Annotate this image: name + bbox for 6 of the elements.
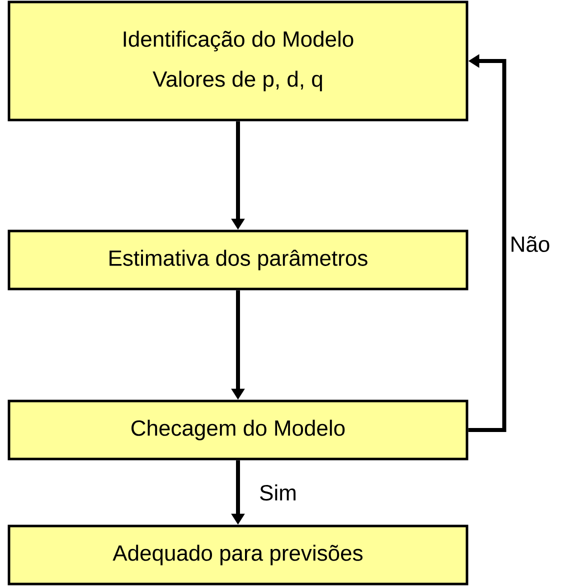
edge-label: Sim <box>258 483 298 502</box>
edge-label: Não <box>508 235 552 253</box>
process-box: Checagem do Modelo <box>8 400 468 460</box>
process-box: Estimativa dos parâmetros <box>8 230 468 290</box>
process-box: Adequado para previsões <box>8 524 468 586</box>
process-box: Identificação do Modelo Valores de p, d, q <box>8 0 468 122</box>
